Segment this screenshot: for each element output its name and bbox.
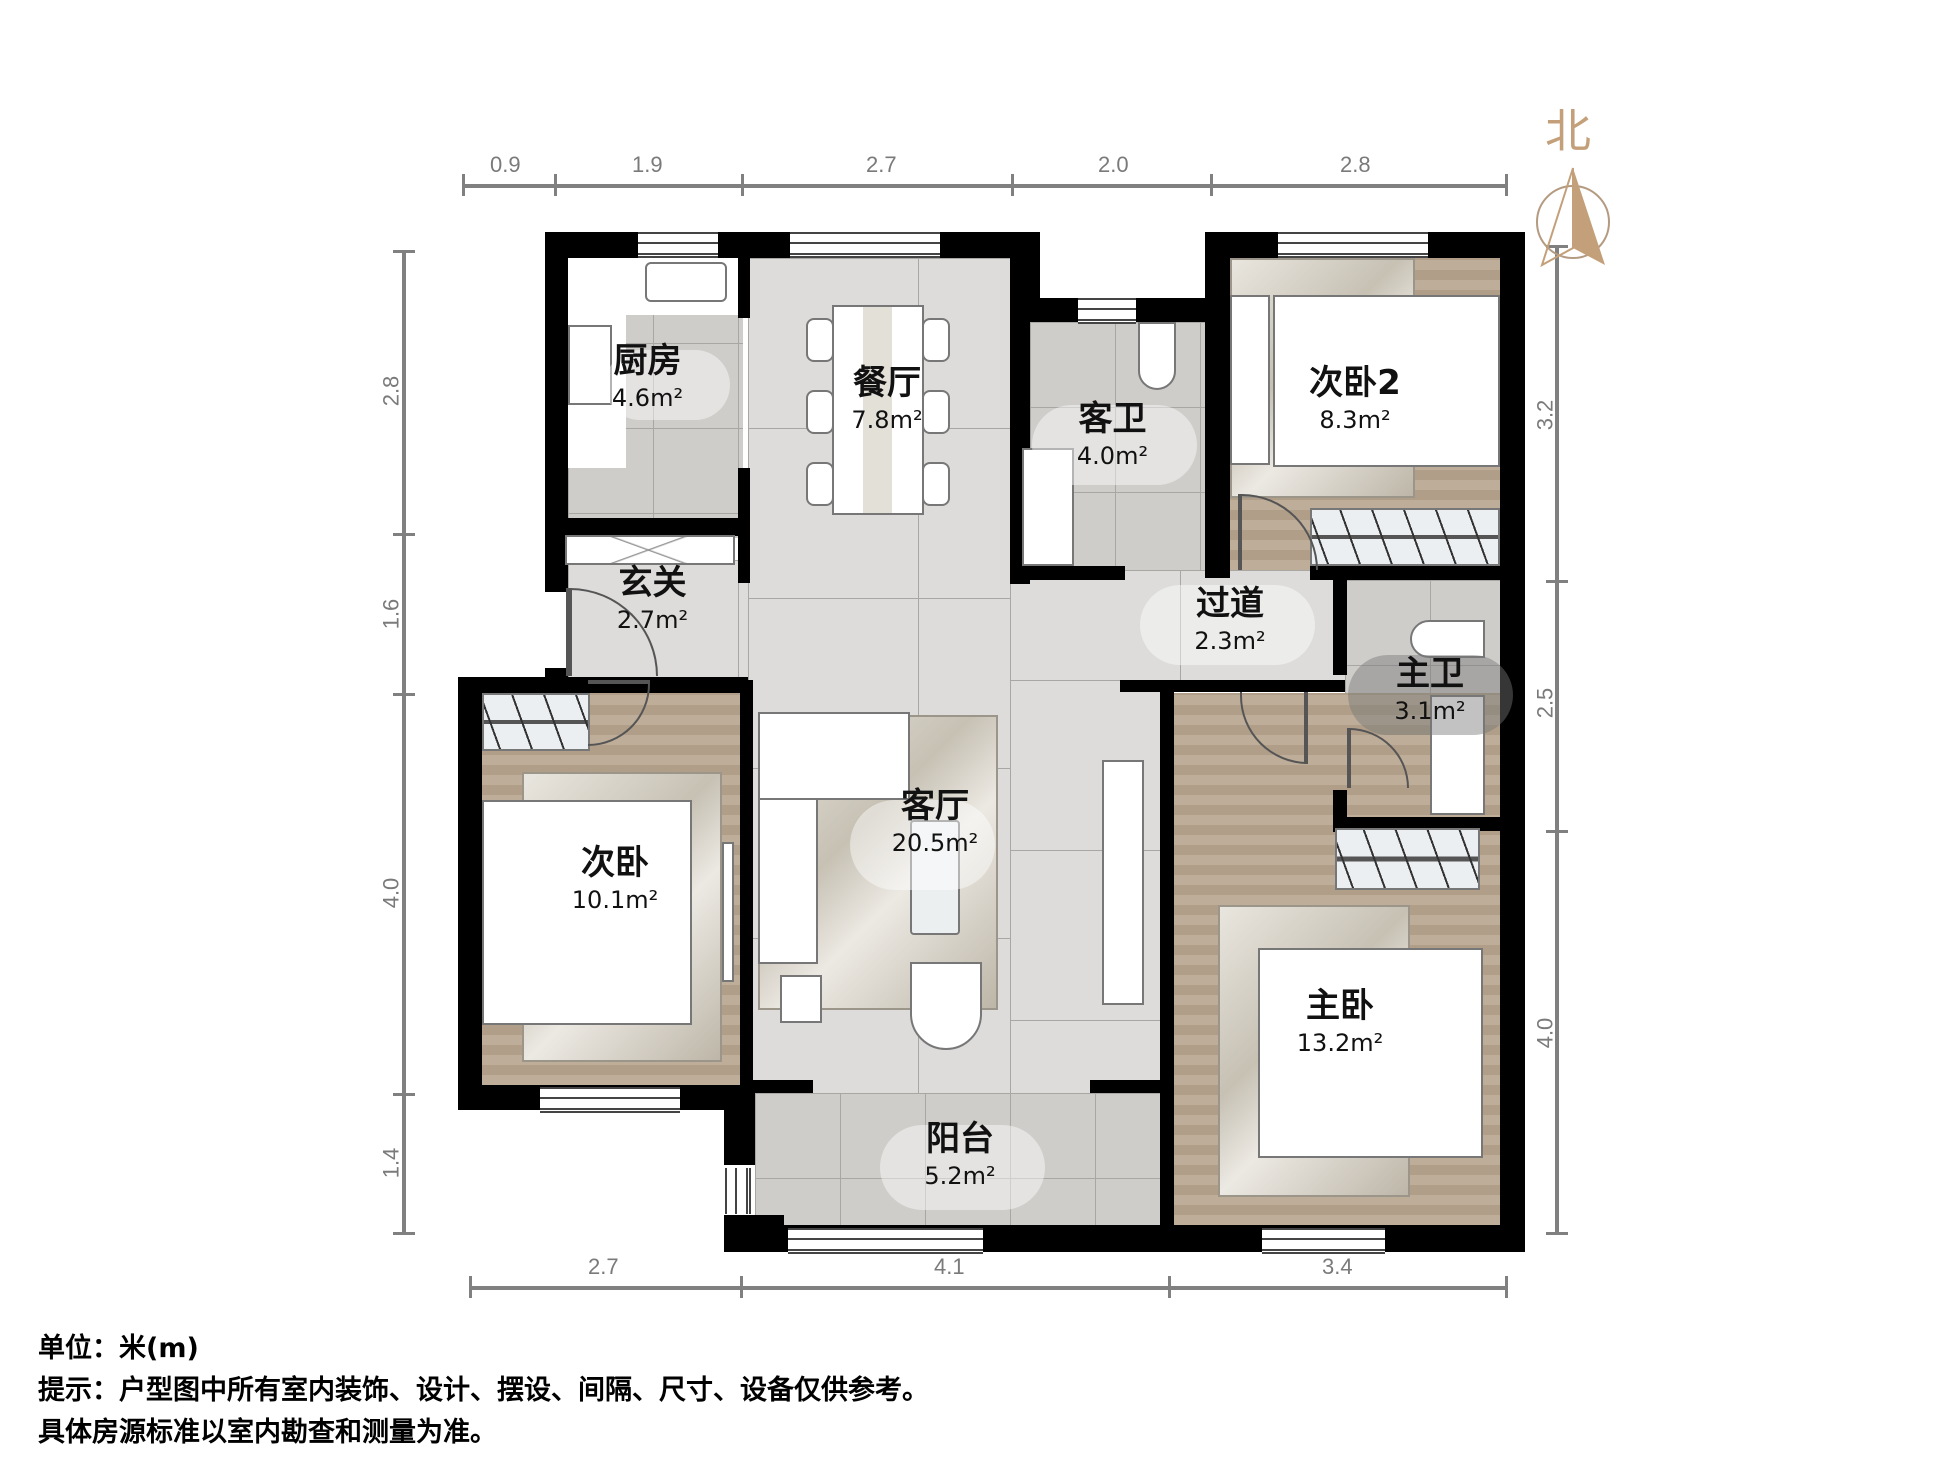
room-kitchen: 厨房 4.6m²	[605, 340, 690, 414]
room-bedroom2-name: 次卧2	[1309, 363, 1401, 403]
secondary-bedroom-bed	[482, 800, 692, 1025]
room-living-name: 客厅	[901, 786, 969, 826]
north-arrow-icon	[1536, 167, 1610, 268]
room-living-area: 20.5m²	[891, 829, 979, 857]
master-bedroom-bed	[1258, 948, 1483, 1158]
standard-note: 具体房源标准以室内勘查和测量为准。	[38, 1417, 497, 1448]
dim-left-1: 1.6	[378, 598, 404, 630]
window-secondary-bedroom	[540, 1087, 680, 1113]
room-living: 客厅 20.5m²	[875, 785, 995, 859]
dim-right-2: 4.0	[1532, 1017, 1558, 1049]
room-master-bath: 主卫 3.1m²	[1380, 653, 1480, 727]
window-bedroom2	[1278, 232, 1428, 258]
room-master-bedroom-area: 13.2m²	[1296, 1029, 1384, 1057]
bedroom2-wardrobe	[1310, 508, 1500, 566]
room-guest-bath: 客卫 4.0m²	[1065, 398, 1160, 472]
window-guest-bath	[1078, 298, 1136, 324]
room-master-bedroom-name: 主卧	[1306, 986, 1374, 1026]
room-guest-bath-name: 客卫	[1078, 399, 1147, 439]
window-master-bedroom	[1262, 1228, 1385, 1254]
north-label: 北	[1545, 104, 1591, 158]
room-balcony-area: 5.2m²	[924, 1162, 996, 1190]
dim-left-0: 2.8	[378, 375, 404, 407]
room-dining: 餐厅 7.8m²	[832, 362, 942, 436]
room-master-bath-area: 3.1m²	[1394, 697, 1466, 725]
window-balcony	[788, 1228, 983, 1254]
window-kitchen	[638, 232, 718, 258]
room-hallway-name: 过道	[1196, 584, 1264, 624]
stove-icon	[568, 325, 612, 405]
dim-top-4: 2.8	[1340, 152, 1371, 177]
room-foyer: 玄关 2.7m²	[605, 562, 700, 636]
window-dining	[790, 232, 940, 258]
dim-right-0: 3.2	[1532, 399, 1558, 431]
secondary-bedroom-wardrobe	[482, 693, 590, 751]
dim-top-3: 2.0	[1098, 152, 1129, 177]
tv-cabinet	[1102, 760, 1144, 1005]
dim-top-2: 2.7	[866, 152, 897, 177]
room-master-bath-name: 主卫	[1396, 654, 1464, 694]
side-table	[780, 975, 822, 1023]
dim-left-3: 1.4	[378, 1147, 404, 1179]
room-dining-name: 餐厅	[853, 363, 921, 403]
bedroom2-bed	[1273, 295, 1500, 467]
secondary-bedroom-desk	[722, 842, 734, 982]
room-hallway: 过道 2.3m²	[1180, 583, 1280, 657]
unit-note: 单位：米(m)	[38, 1333, 199, 1364]
living-sofa-chaise	[758, 712, 910, 800]
room-secondary-bedroom-area: 10.1m²	[571, 886, 659, 914]
room-kitchen-name: 厨房	[613, 341, 682, 381]
toilet-icon	[1138, 322, 1176, 390]
dim-bottom-2: 3.4	[1322, 1254, 1353, 1279]
master-bath-vanity	[1430, 695, 1485, 815]
room-guest-bath-area: 4.0m²	[1076, 442, 1149, 470]
room-master-bedroom: 主卧 13.2m²	[1275, 985, 1405, 1059]
disclaimer-note: 提示：户型图中所有室内装饰、设计、摆设、间隔、尺寸、设备仅供参考。	[38, 1375, 929, 1406]
dim-right-1: 2.5	[1532, 687, 1558, 719]
bedroom2-desk	[1230, 295, 1270, 465]
guest-bath-vanity	[1022, 448, 1074, 566]
dim-left-2: 4.0	[378, 877, 404, 909]
dim-bottom-1: 4.1	[934, 1254, 965, 1279]
room-foyer-area: 2.7m²	[616, 606, 689, 634]
window-balcony-side	[725, 1168, 751, 1214]
room-balcony-name: 阳台	[926, 1119, 994, 1159]
dim-top-1: 1.9	[632, 152, 663, 177]
room-kitchen-area: 4.6m²	[611, 384, 684, 412]
master-bedroom-wardrobe	[1335, 828, 1480, 890]
dim-top-0: 0.9	[490, 152, 521, 177]
dining-table	[832, 305, 924, 515]
room-dining-area: 7.8m²	[851, 406, 923, 434]
room-balcony: 阳台 5.2m²	[905, 1118, 1015, 1192]
foyer-shoe-cabinet	[565, 535, 735, 565]
room-bedroom2-area: 8.3m²	[1319, 406, 1391, 434]
room-bedroom2: 次卧2 8.3m²	[1300, 362, 1410, 436]
room-secondary-bedroom: 次卧 10.1m²	[555, 842, 675, 916]
armchair	[910, 962, 982, 1050]
room-hallway-area: 2.3m²	[1194, 627, 1266, 655]
kitchen-sink-icon	[645, 262, 727, 302]
living-coffee-table	[910, 820, 960, 935]
master-toilet-icon	[1410, 620, 1485, 658]
dim-bottom-0: 2.7	[588, 1254, 619, 1279]
room-secondary-bedroom-name: 次卧	[581, 843, 649, 883]
room-foyer-name: 玄关	[618, 563, 687, 603]
